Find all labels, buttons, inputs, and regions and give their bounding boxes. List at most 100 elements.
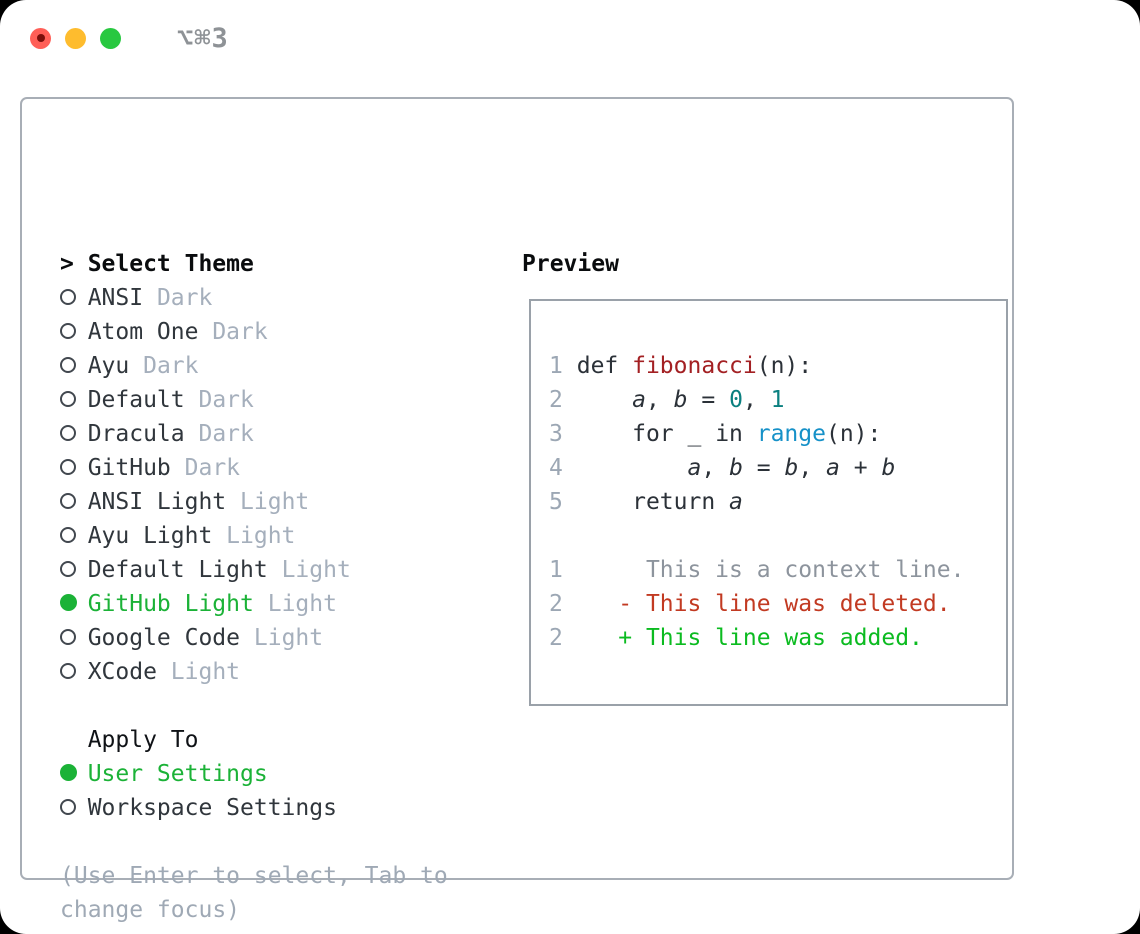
radio-icon xyxy=(60,553,88,587)
theme-option-xcode[interactable]: XCode Light xyxy=(60,655,351,689)
diff-text: - This line was deleted. xyxy=(618,591,951,617)
code-token: b xyxy=(784,455,799,481)
blank-line xyxy=(549,519,1006,553)
code-token: a xyxy=(632,387,646,413)
theme-name: Default xyxy=(87,387,185,413)
theme-variant-tag: Light xyxy=(226,523,296,549)
radio-unselected-icon xyxy=(60,289,76,305)
code-token: a xyxy=(687,455,702,481)
radio-unselected-icon xyxy=(60,561,76,577)
theme-name: Dracula xyxy=(87,421,185,447)
theme-variant-tag: Light xyxy=(253,625,324,651)
radio-icon xyxy=(60,621,88,655)
radio-icon xyxy=(60,485,88,519)
apply-option-workspace-settings[interactable]: Workspace Settings xyxy=(60,791,337,825)
code-token: = xyxy=(742,455,785,481)
theme-name: Default Light xyxy=(87,557,268,583)
radio-unselected-icon xyxy=(60,425,76,441)
theme-name: GitHub Light xyxy=(87,591,254,617)
code-token: a xyxy=(729,489,743,515)
code-token: range xyxy=(756,421,826,447)
code-token: = xyxy=(687,387,730,413)
theme-name: ANSI xyxy=(87,285,144,311)
theme-option-google-code[interactable]: Google Code Light xyxy=(60,621,351,655)
theme-variant-tag: Dark xyxy=(143,353,199,379)
code-token: b xyxy=(729,455,743,481)
theme-option-ayu-light[interactable]: Ayu Light Light xyxy=(60,519,351,553)
window-title: ⌥⌘3 xyxy=(177,22,229,54)
theme-variant-tag: Dark xyxy=(184,455,241,481)
radio-unselected-icon xyxy=(60,629,76,645)
apply-to-header: Apply To xyxy=(60,723,337,757)
code-token: , xyxy=(798,455,827,481)
radio-icon xyxy=(60,315,88,349)
theme-variant-tag: Dark xyxy=(198,421,254,447)
radio-icon xyxy=(60,417,88,451)
theme-variant-tag: Light xyxy=(267,591,337,617)
code-line: 1 def fibonacci(n): xyxy=(549,349,1006,383)
code-token: (n): xyxy=(825,421,882,447)
diff-line-deleted: 2 - This line was deleted. xyxy=(549,587,1006,621)
theme-option-dracula[interactable]: Dracula Dark xyxy=(60,417,351,451)
theme-variant-tag: Light xyxy=(281,557,351,583)
code-token: (n): xyxy=(756,353,813,379)
radio-icon xyxy=(60,519,88,553)
theme-list-header: > Select Theme xyxy=(60,247,351,281)
radio-icon xyxy=(60,757,88,791)
apply-option-user-settings[interactable]: User Settings xyxy=(60,757,337,791)
apply-option-label: User Settings xyxy=(87,761,268,787)
code-line: 4 a, b = b, a + b xyxy=(549,451,1006,485)
code-token: for _ in xyxy=(576,421,757,447)
theme-option-ansi[interactable]: ANSI Dark xyxy=(60,281,351,315)
theme-list-title: Select Theme xyxy=(87,251,254,277)
theme-name: GitHub xyxy=(87,455,171,481)
code-token: b xyxy=(881,455,896,481)
radio-unselected-icon xyxy=(60,357,76,373)
code-token: 1 xyxy=(770,387,785,413)
theme-option-default[interactable]: Default Dark xyxy=(60,383,351,417)
line-number: 4 xyxy=(549,455,563,481)
prompt-cursor: > xyxy=(60,251,74,277)
diff-line-added: 2 + This line was added. xyxy=(549,621,1006,655)
theme-name: XCode xyxy=(87,659,157,685)
radio-icon xyxy=(60,655,88,689)
zoom-button[interactable] xyxy=(100,27,121,49)
diff-line-context: 1 This is a context line. xyxy=(549,553,1006,587)
theme-variant-tag: Dark xyxy=(212,319,268,345)
code-token: , xyxy=(645,387,674,413)
code-token: , xyxy=(701,455,730,481)
line-number: 3 xyxy=(549,421,563,447)
close-button[interactable] xyxy=(30,27,51,49)
theme-option-atom-one[interactable]: Atom One Dark xyxy=(60,315,351,349)
radio-icon xyxy=(60,349,88,383)
radio-icon xyxy=(60,383,88,417)
theme-option-github[interactable]: GitHub Dark xyxy=(60,451,351,485)
line-number: 1 xyxy=(549,353,563,379)
theme-name: Google Code xyxy=(87,625,241,651)
apply-option-label: Workspace Settings xyxy=(87,795,337,821)
radio-unselected-icon xyxy=(60,493,76,509)
radio-unselected-icon xyxy=(60,323,76,339)
preview-title: Preview xyxy=(522,251,619,277)
radio-icon xyxy=(60,451,88,485)
theme-name: Ayu Light xyxy=(87,523,213,549)
radio-unselected-icon xyxy=(60,663,76,679)
minimize-button[interactable] xyxy=(65,27,86,49)
theme-option-ayu[interactable]: Ayu Dark xyxy=(60,349,351,383)
titlebar: ⌥⌘3 xyxy=(30,23,229,54)
theme-option-github-light[interactable]: GitHub Light Light xyxy=(60,587,351,621)
radio-unselected-icon xyxy=(60,799,76,815)
theme-option-ansi-light[interactable]: ANSI Light Light xyxy=(60,485,351,519)
diff-preview: 1 This is a context line.2 - This line w… xyxy=(549,553,1006,655)
theme-name: ANSI Light xyxy=(87,489,227,515)
line-number: 2 xyxy=(549,625,563,651)
theme-option-default-light[interactable]: Default Light Light xyxy=(60,553,351,587)
line-number: 1 xyxy=(549,557,563,583)
theme-variant-tag: Dark xyxy=(198,387,254,413)
radio-unselected-icon xyxy=(60,459,76,475)
radio-selected-icon xyxy=(60,594,77,611)
